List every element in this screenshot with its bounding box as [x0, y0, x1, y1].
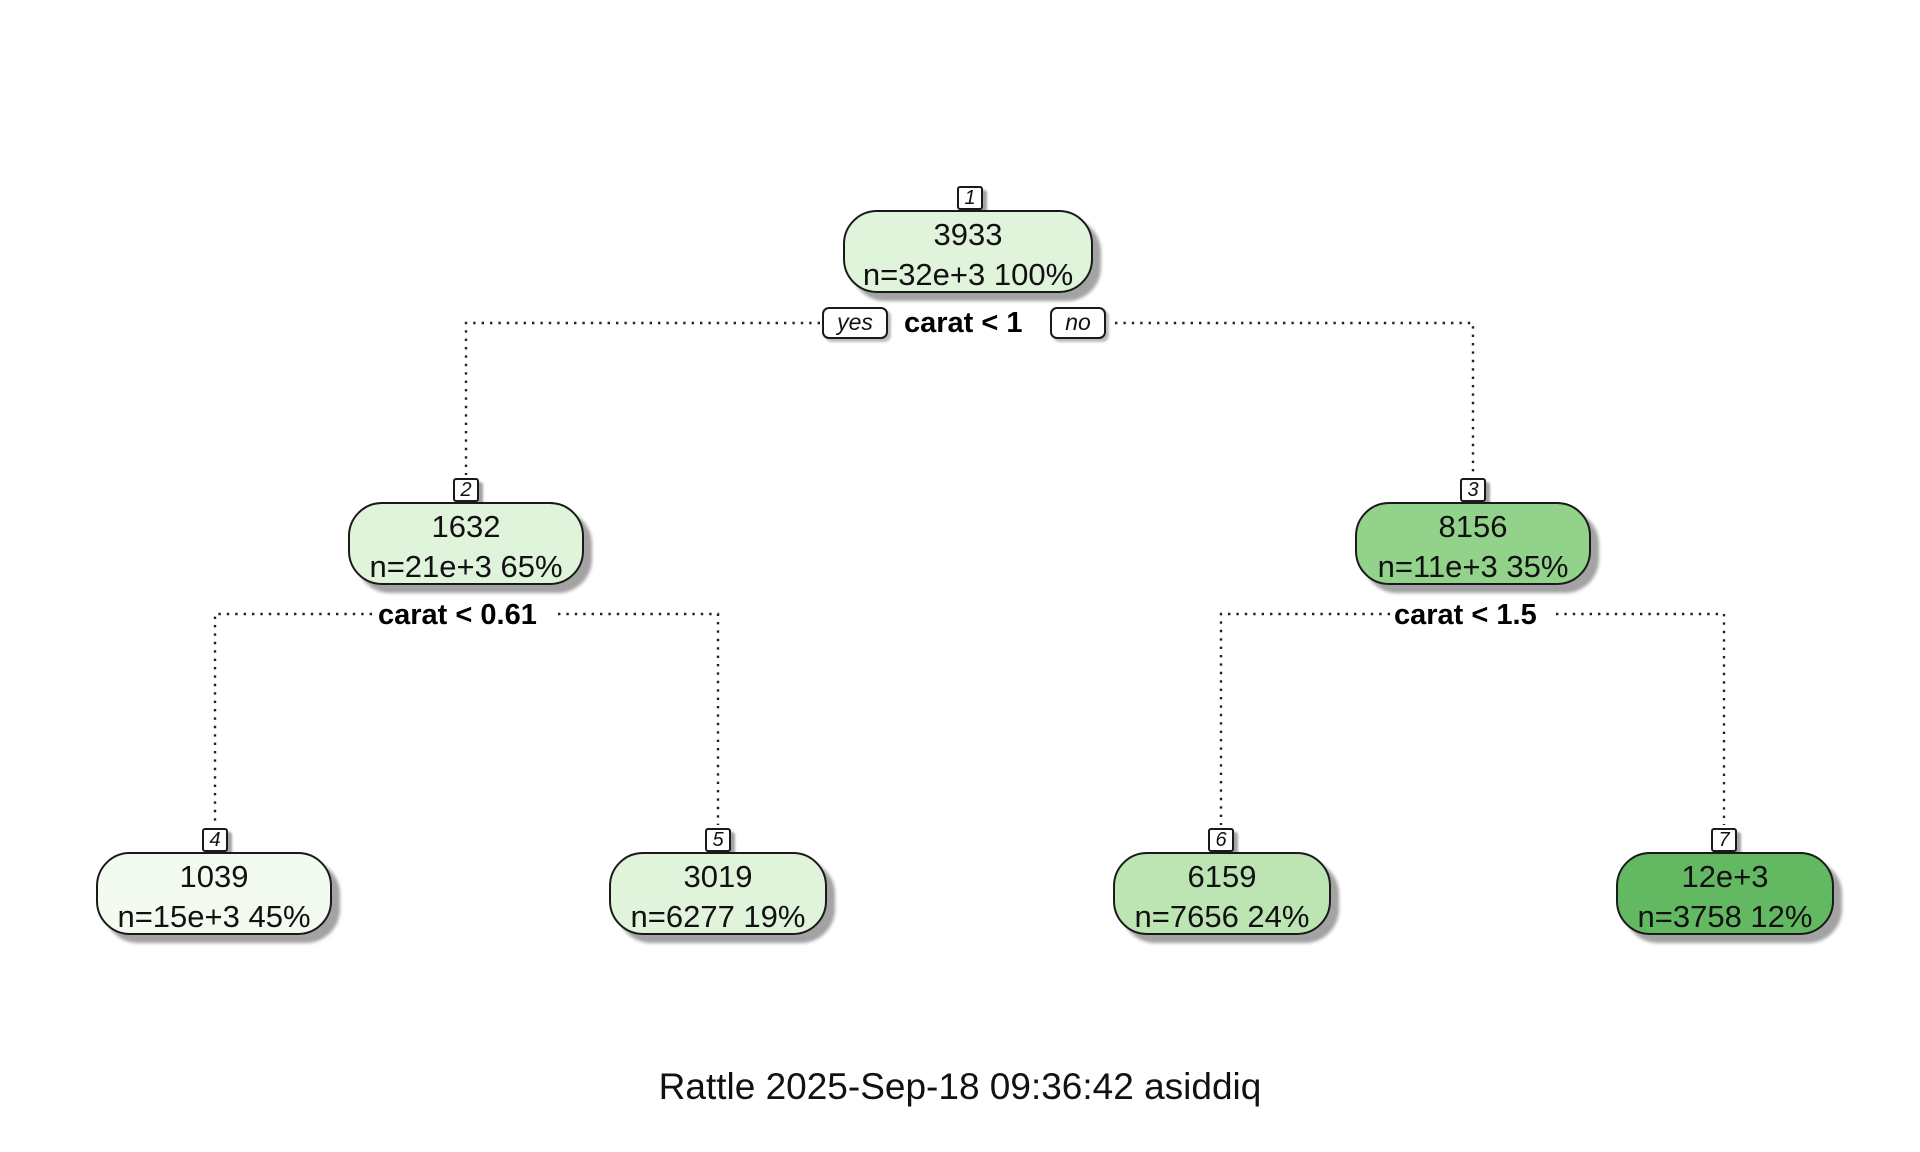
no-branch-label: no [1050, 307, 1106, 339]
node-value: 8156 [1438, 509, 1508, 544]
node-info: n=6277 19% [630, 899, 806, 934]
node-id-badge: 1 [957, 186, 983, 210]
node-info: n=11e+3 35% [1377, 549, 1569, 584]
split-label-right: carat < 1.5 [1390, 598, 1541, 632]
split-label-left: carat < 0.61 [374, 598, 541, 632]
edge-1-3 [1115, 321, 1475, 475]
tree-node-1: 3933 n=32e+3 100% [843, 210, 1093, 293]
node-value: 3019 [683, 859, 753, 894]
node-info: n=7656 24% [1134, 899, 1310, 934]
node-id-badge: 4 [202, 828, 228, 852]
yes-branch-label: yes [822, 307, 888, 339]
edge-3-6 [1219, 612, 1390, 825]
node-id-badge: 6 [1208, 828, 1234, 852]
node-id-badge: 5 [705, 828, 731, 852]
node-info: n=21e+3 65% [369, 549, 563, 584]
tree-node-4: 1039 n=15e+3 45% [96, 852, 332, 935]
tree-node-7: 12e+3 n=3758 12% [1616, 852, 1834, 935]
edge-2-4 [213, 612, 372, 825]
split-label-root: carat < 1 [900, 306, 1027, 340]
node-info: n=32e+3 100% [862, 257, 1074, 292]
node-id-badge: 2 [453, 478, 479, 502]
node-info: n=3758 12% [1637, 899, 1813, 934]
node-value: 1632 [431, 509, 501, 544]
node-id-badge: 7 [1711, 828, 1737, 852]
edge-2-5 [558, 612, 720, 825]
tree-node-3: 8156 n=11e+3 35% [1355, 502, 1591, 585]
tree-node-5: 3019 n=6277 19% [609, 852, 827, 935]
node-value: 1039 [179, 859, 249, 894]
node-value: 6159 [1187, 859, 1257, 894]
tree-node-6: 6159 n=7656 24% [1113, 852, 1331, 935]
footer-caption: Rattle 2025-Sep-18 09:36:42 asiddiq [658, 1066, 1262, 1107]
node-value: 12e+3 [1681, 859, 1769, 894]
tree-node-2: 1632 n=21e+3 65% [348, 502, 584, 585]
node-info: n=15e+3 45% [117, 899, 311, 934]
node-value: 3933 [933, 217, 1003, 252]
node-id-badge: 3 [1460, 478, 1486, 502]
edge-1-2 [464, 321, 820, 475]
edge-3-7 [1556, 612, 1726, 825]
